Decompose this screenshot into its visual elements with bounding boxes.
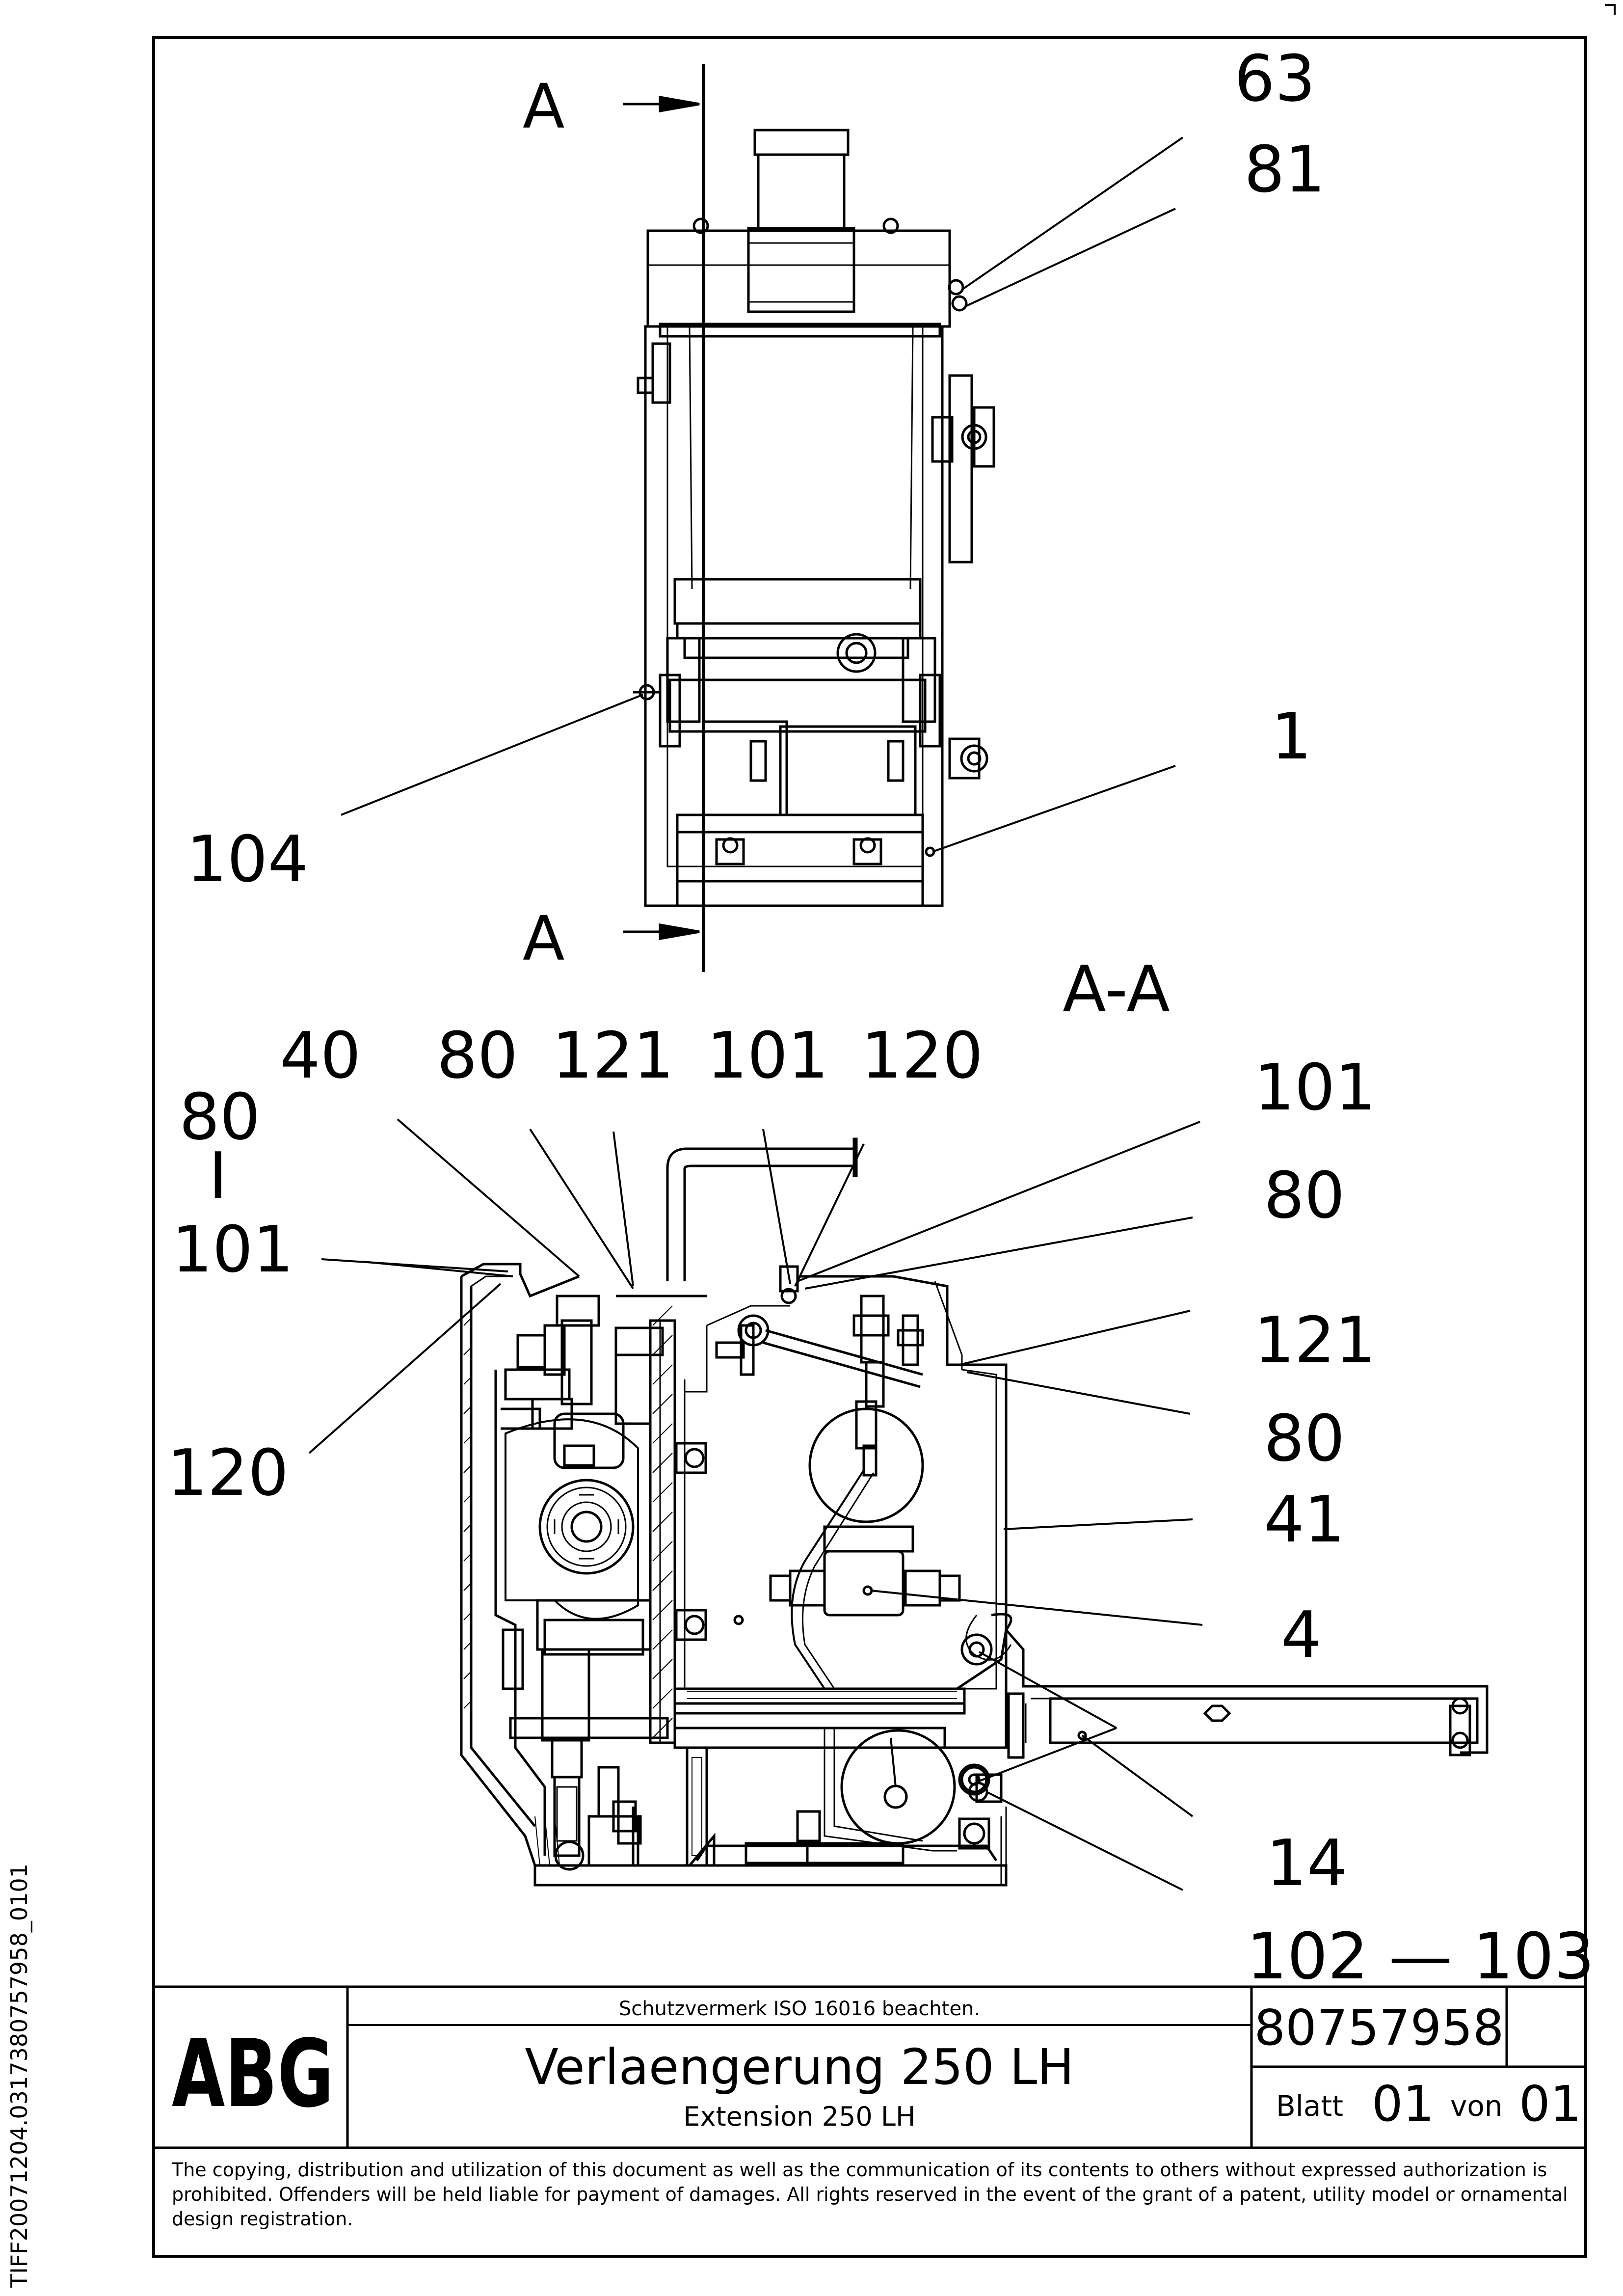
callout-101: 101: [707, 1018, 828, 1093]
drawing-number: 80757958: [1254, 1999, 1504, 2056]
callout-80-right: 80: [1264, 1158, 1345, 1233]
sheet-total: 01: [1519, 2075, 1581, 2133]
drawing-frame: [152, 36, 1587, 2258]
corner-mark: [1605, 4, 1616, 15]
sheet-number: 01: [1372, 2075, 1434, 2133]
callout-14: 14: [1266, 1826, 1347, 1900]
section-mark-bottom: A: [523, 903, 565, 974]
callout-120-left: 120: [167, 1435, 289, 1510]
top-view-leaders: [341, 136, 1184, 853]
callout-101-right: 101: [1254, 1050, 1376, 1125]
callout-101-left: 101: [172, 1212, 293, 1287]
section-mark-top: A: [523, 71, 565, 142]
callout-range-separator: I: [209, 1138, 227, 1213]
section-leaders: [308, 1118, 1203, 1891]
copyright-note: The copying, distribution and utilizatio…: [172, 2159, 1568, 2230]
callout-102-103: 102 — 103: [1247, 1919, 1595, 1994]
abg-logo: ABG: [172, 2020, 334, 2128]
callout-81: 81: [1244, 132, 1325, 207]
callout-121: 121: [552, 1018, 674, 1093]
callout-80-right-2: 80: [1264, 1401, 1345, 1476]
callout-80: 80: [437, 1018, 518, 1093]
sheet-label: Blatt: [1276, 2089, 1343, 2123]
callout-120: 120: [861, 1018, 983, 1093]
protection-notice: Schutzvermerk ISO 16016 beachten.: [619, 1998, 980, 2020]
callout-121-right: 121: [1254, 1303, 1376, 1378]
title-english: Extension 250 LH: [683, 2101, 915, 2132]
callout-41: 41: [1264, 1482, 1345, 1557]
section-view: [460, 1137, 1489, 1887]
callout-104: 104: [186, 822, 308, 896]
callout-4: 4: [1281, 1597, 1322, 1672]
of-label: von: [1450, 2089, 1503, 2123]
section-view-title: A-A: [1063, 952, 1170, 1026]
callout-63: 63: [1234, 41, 1315, 116]
callout-1: 1: [1271, 699, 1312, 774]
top-view: [623, 64, 995, 972]
callout-40: 40: [280, 1018, 361, 1093]
callout-80-left: 80: [179, 1080, 260, 1154]
title-german: Verlaengerung 250 LH: [525, 2038, 1074, 2096]
title-block: [154, 1985, 1586, 2149]
